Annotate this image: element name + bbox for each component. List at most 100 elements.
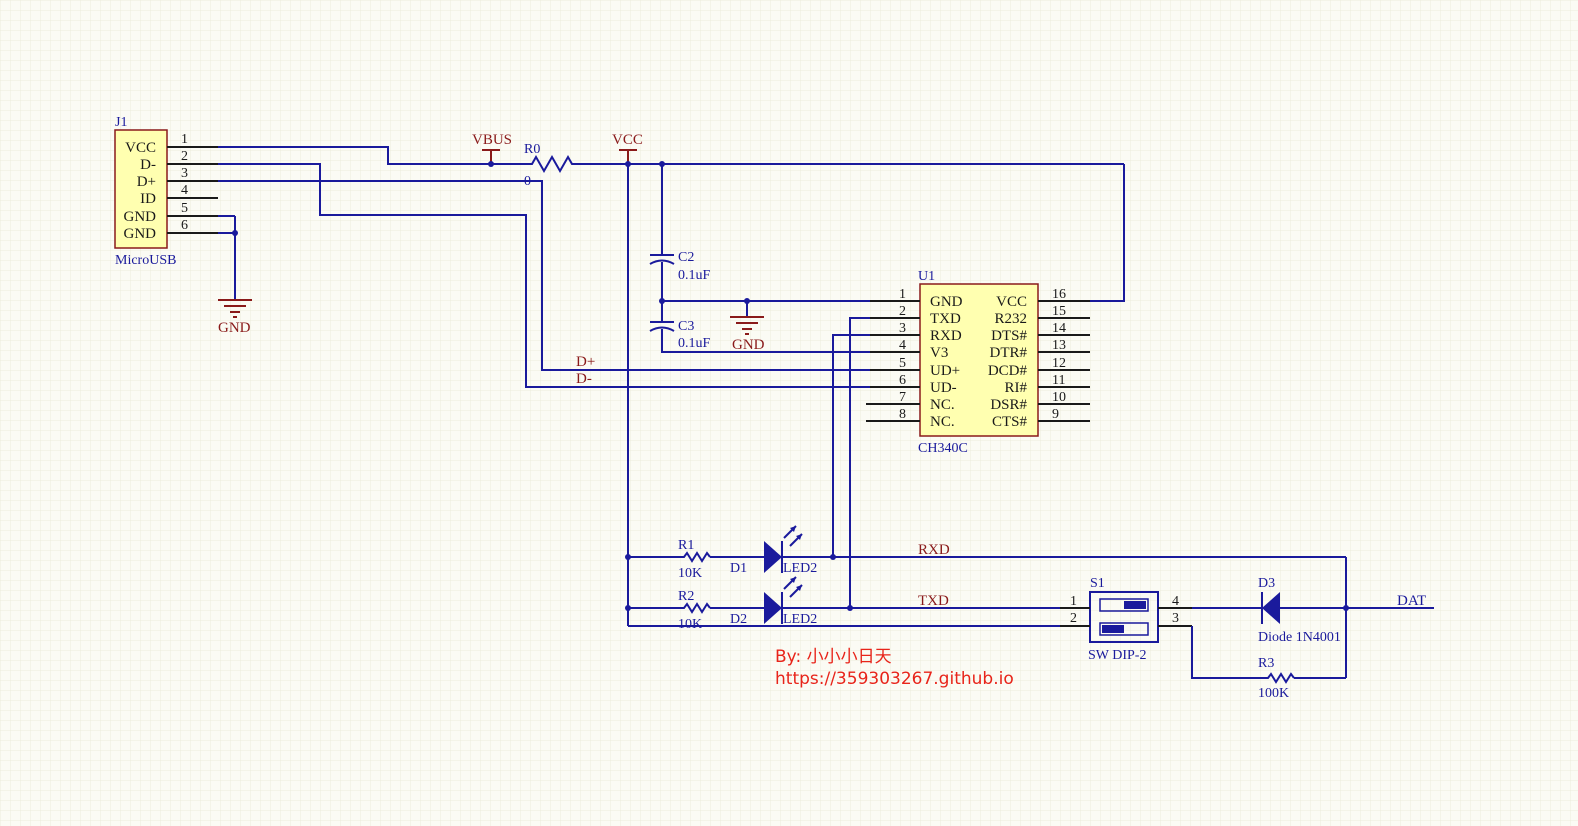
vcc-label: VCC — [612, 132, 643, 148]
j1-pin-name: GND — [124, 209, 157, 225]
r1-value: 10K — [678, 566, 702, 581]
j1-pin-name: VCC — [125, 140, 156, 156]
net-label-rxd: RXD — [918, 542, 950, 558]
u1-pin-num: 9 — [1052, 407, 1059, 422]
s1-comment: SW DIP-2 — [1088, 648, 1146, 663]
d1-comment: LED2 — [783, 561, 817, 576]
r0-value: 0 — [524, 174, 531, 189]
u1-pin-num: 6 — [899, 373, 906, 388]
u1-pin-num: 13 — [1052, 338, 1066, 353]
d1-designator: D1 — [730, 561, 747, 576]
capacitor-c2[interactable]: C2 0.1uF — [649, 250, 711, 301]
connector-j1[interactable]: J1 MicroUSB 1 2 3 4 5 6 VCC D- D+ ID GND… — [114, 115, 218, 268]
j1-pin-num: 6 — [181, 218, 188, 233]
u1-pin-name: R232 — [994, 311, 1027, 327]
r3-value: 100K — [1258, 686, 1289, 701]
credit-author: By: 小小小日天 — [775, 647, 892, 667]
u1-designator: U1 — [918, 269, 935, 284]
wires-gnd-u1 — [659, 298, 870, 322]
j1-pin-num: 3 — [181, 166, 188, 181]
r3-designator: R3 — [1258, 656, 1274, 671]
j1-pin-name: ID — [140, 191, 156, 207]
u1-pin-name: DTS# — [991, 328, 1027, 344]
resistor-r0[interactable]: R0 0 — [524, 142, 578, 189]
gnd-label: GND — [732, 337, 765, 353]
u1-pin-num: 7 — [899, 390, 906, 405]
d2-comment: LED2 — [783, 612, 817, 627]
u1-pin-name: DTR# — [990, 345, 1028, 361]
u1-pin-num: 8 — [899, 407, 906, 422]
j1-pin-num: 2 — [181, 149, 188, 164]
u1-pin-num: 4 — [899, 338, 906, 353]
u1-pin-name: GND — [930, 294, 963, 310]
u1-pin-num: 3 — [899, 321, 906, 336]
u1-pin-num: 15 — [1052, 304, 1066, 319]
c2-value: 0.1uF — [678, 268, 711, 283]
switch-s1[interactable]: 1 2 4 3 S1 SW DIP-2 — [1060, 576, 1192, 663]
wires-output — [1191, 557, 1434, 679]
u1-pin-num: 12 — [1052, 356, 1066, 371]
r0-designator: R0 — [524, 142, 540, 157]
u1-pin-name: V3 — [930, 345, 948, 361]
resistor-r1[interactable]: R1 10K — [678, 538, 711, 581]
j1-pin-name: D- — [140, 157, 156, 173]
diode-d3[interactable]: D3 Diode 1N4001 — [1192, 576, 1346, 645]
net-label-txd: TXD — [918, 593, 949, 609]
s1-designator: S1 — [1090, 576, 1105, 591]
vbus-port[interactable]: VBUS — [472, 132, 512, 167]
vbus-label: VBUS — [472, 132, 512, 148]
s1-pin-num: 1 — [1070, 594, 1077, 609]
d3-designator: D3 — [1258, 576, 1275, 591]
net-label-d-minus: D- — [576, 371, 592, 387]
j1-pin-name: GND — [124, 226, 157, 242]
r2-value: 10K — [678, 617, 702, 632]
gnd-label: GND — [218, 320, 251, 336]
resistor-r3[interactable]: R3 100K — [1258, 656, 1295, 701]
c3-value: 0.1uF — [678, 336, 711, 351]
s1-pin-num: 2 — [1070, 611, 1077, 626]
u1-pin-name: DSR# — [990, 397, 1027, 413]
u1-pin-name: CTS# — [992, 414, 1028, 430]
u1-pin-name: UD+ — [930, 363, 960, 379]
u1-comment: CH340C — [918, 441, 968, 456]
u1-pin-num: 16 — [1052, 287, 1066, 302]
u1-pin-num: 10 — [1052, 390, 1066, 405]
u1-pin-name: NC. — [930, 397, 955, 413]
u1-pin-num: 1 — [899, 287, 906, 302]
u1-pin-name: UD- — [930, 380, 957, 396]
u1-pin-name: RI# — [1005, 380, 1028, 396]
capacitor-c3[interactable]: C3 0.1uF — [649, 319, 870, 353]
s1-pin-num: 3 — [1172, 611, 1179, 626]
credit-url[interactable]: https://359303267.github.io — [775, 669, 1014, 689]
led-d1[interactable]: D1 LED2 — [730, 525, 817, 576]
j1-designator: J1 — [115, 115, 127, 130]
j1-pin-num: 4 — [181, 183, 188, 198]
u1-pin-num: 14 — [1052, 321, 1066, 336]
d2-designator: D2 — [730, 612, 747, 627]
u1-pin-num: 5 — [899, 356, 906, 371]
r1-designator: R1 — [678, 538, 694, 553]
u1-pin-name: VCC — [996, 294, 1027, 310]
j1-pin-num: 5 — [181, 201, 188, 216]
resistor-r2[interactable]: R2 10K — [678, 589, 711, 632]
wires-vcc — [578, 161, 1125, 626]
led-d2[interactable]: D2 LED2 — [730, 576, 817, 627]
gnd-port-j1[interactable]: GND — [218, 216, 252, 336]
wires-j1 — [218, 146, 870, 388]
wires-serial — [625, 317, 1346, 627]
j1-pin-name: D+ — [137, 174, 156, 190]
u1-pin-name: NC. — [930, 414, 955, 430]
ic-u1[interactable]: U1 CH340C 1 2 3 4 5 6 7 8 GND TXD RXD V3… — [866, 269, 1090, 456]
net-label-dat: DAT — [1397, 593, 1426, 609]
gnd-port-u1[interactable]: GND — [730, 301, 765, 353]
c2-designator: C2 — [678, 250, 694, 265]
u1-pin-name: TXD — [930, 311, 961, 327]
u1-pin-num: 11 — [1052, 373, 1065, 388]
s1-pin-num: 4 — [1172, 594, 1179, 609]
net-label-d-plus: D+ — [576, 354, 595, 370]
c3-designator: C3 — [678, 319, 694, 334]
j1-comment: MicroUSB — [115, 253, 176, 268]
u1-pin-name: DCD# — [988, 363, 1028, 379]
